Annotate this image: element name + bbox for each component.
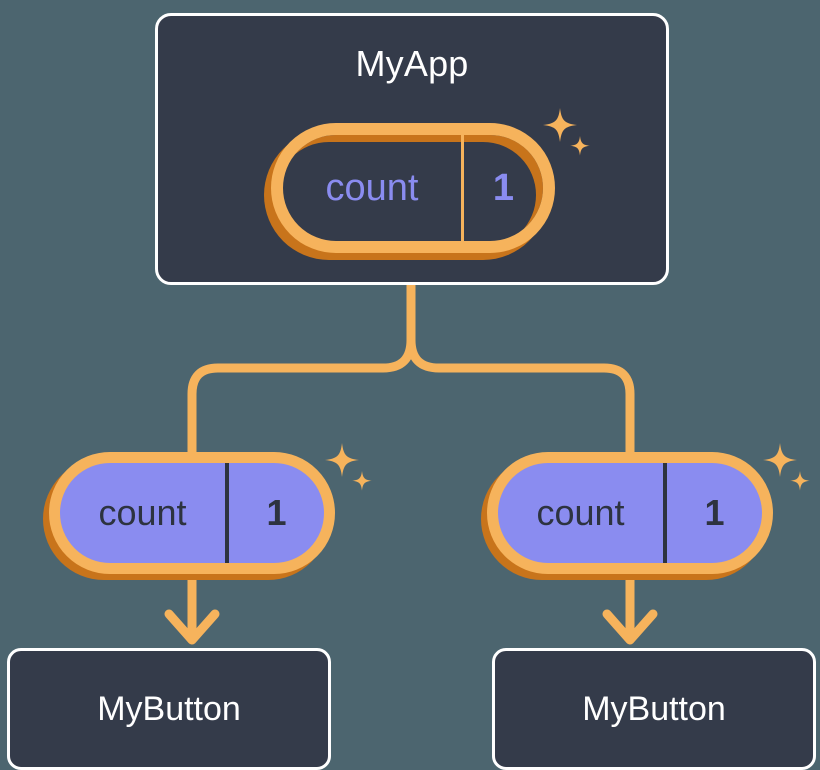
state-key-label: count bbox=[498, 463, 667, 563]
branch-connector-right bbox=[406, 281, 635, 457]
down-arrow-icon-right bbox=[602, 576, 658, 645]
mybutton-card-right[interactable]: MyButton bbox=[492, 648, 816, 770]
state-key-label: count bbox=[283, 135, 464, 241]
state-pill[interactable]: count 1 bbox=[271, 123, 555, 253]
page-title: MyApp bbox=[355, 43, 469, 84]
state-value-label: 1 bbox=[492, 167, 515, 209]
state-pill-left[interactable]: count 1 bbox=[49, 452, 335, 574]
state-value-label: 1 bbox=[266, 492, 287, 533]
state-pill-right[interactable]: count 1 bbox=[487, 452, 773, 574]
state-pill[interactable]: count 1 bbox=[49, 452, 335, 574]
state-value-label: 1 bbox=[704, 492, 725, 533]
state-pill[interactable]: count 1 bbox=[487, 452, 773, 574]
branch-connector bbox=[187, 281, 416, 457]
mybutton-label: MyButton bbox=[582, 689, 726, 728]
state-key-label: count bbox=[60, 463, 229, 563]
mybutton-label: MyButton bbox=[97, 689, 241, 728]
mybutton-card-left[interactable]: MyButton bbox=[7, 648, 331, 770]
down-arrow-icon bbox=[164, 576, 220, 645]
state-pill-root[interactable]: count 1 bbox=[271, 123, 555, 253]
myapp-card[interactable]: MyApp count 1 bbox=[155, 13, 669, 285]
